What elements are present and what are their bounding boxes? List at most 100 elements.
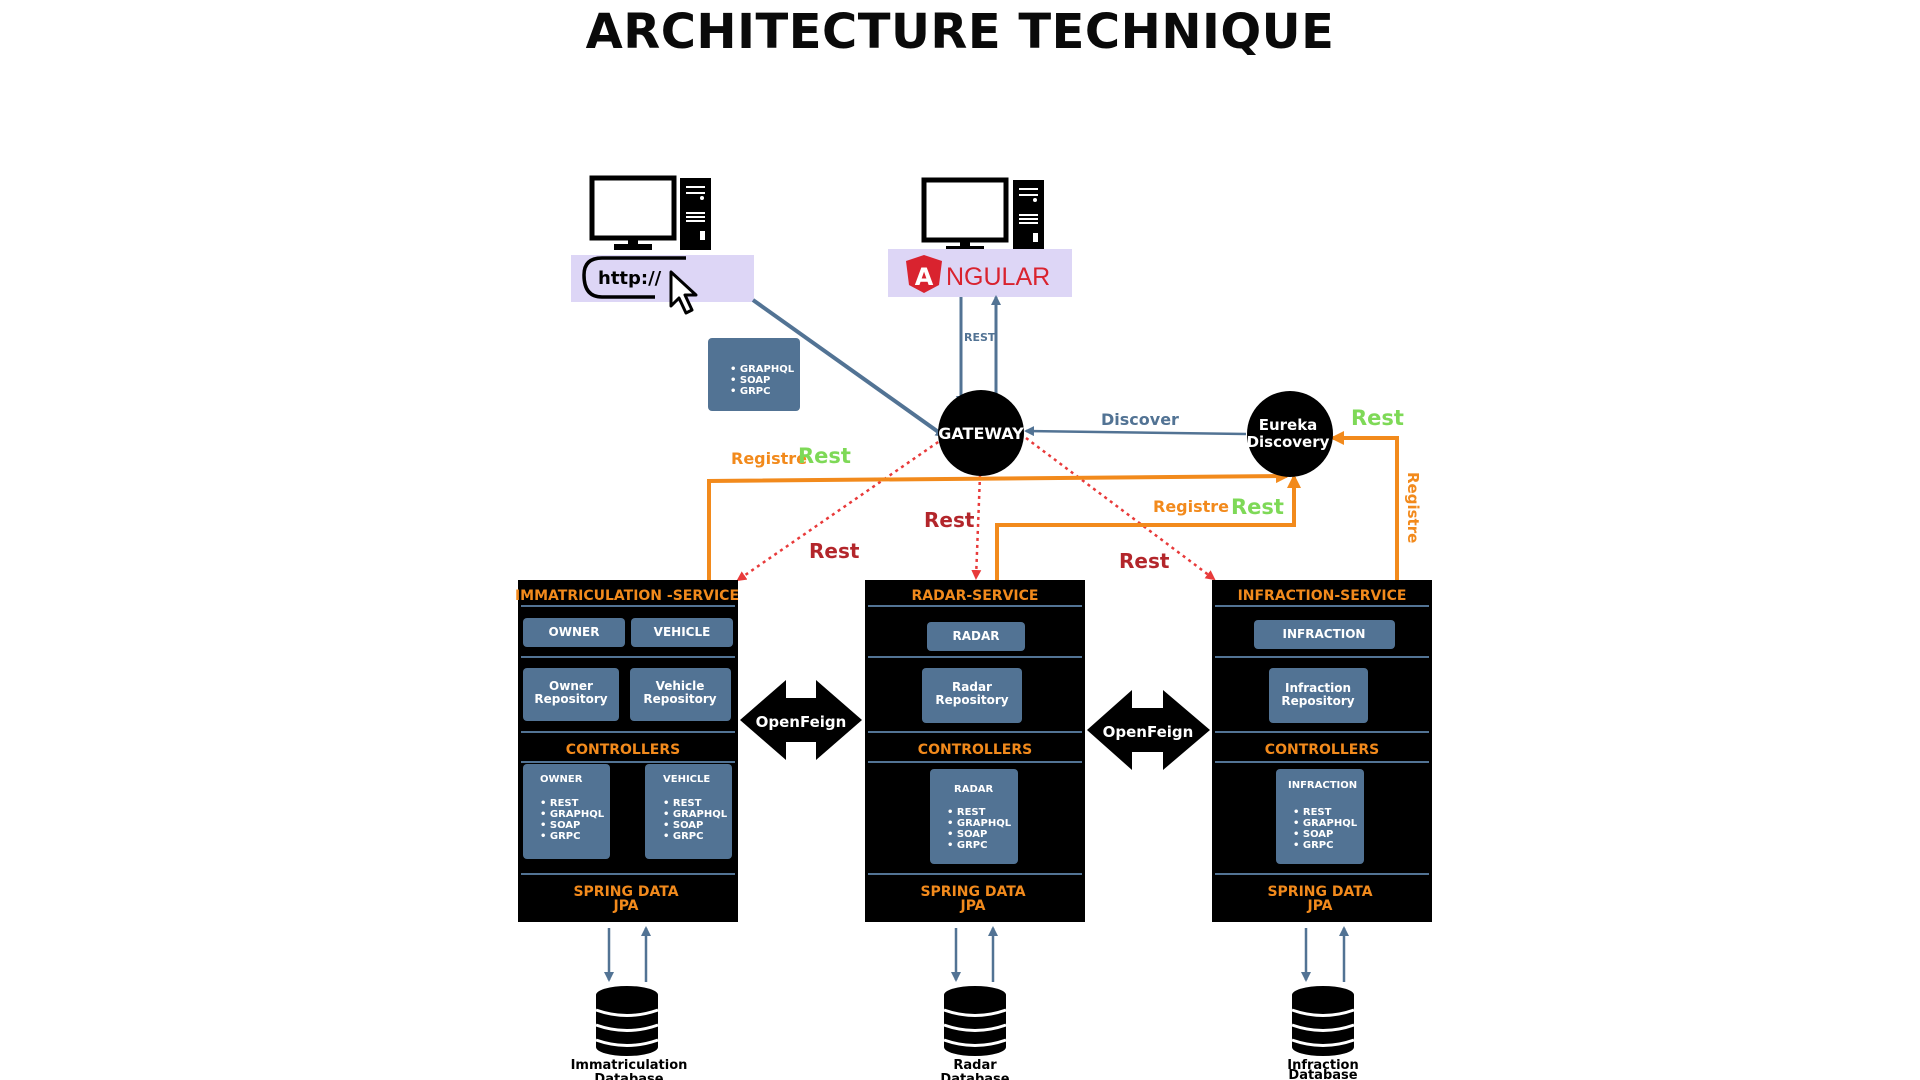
angular-client: A NGULAR xyxy=(888,177,1072,297)
protocol-item: • SOAP xyxy=(730,375,770,386)
edge-label-rest-green: Rest xyxy=(1231,495,1284,519)
repository-chip-radar xyxy=(922,668,1022,723)
controller-item: • GRPC xyxy=(1293,840,1333,851)
repository-chip-owner xyxy=(523,668,619,721)
repository-label: Repository xyxy=(1281,694,1354,708)
repository-label: Repository xyxy=(935,693,1008,707)
monitor-icon xyxy=(589,175,677,250)
entity-chip-owner xyxy=(523,618,625,647)
protocol-item: • GRAPHQL xyxy=(730,364,795,375)
controller-item: • SOAP xyxy=(663,820,703,831)
controller-item: • REST xyxy=(663,798,702,809)
data-label: JPA xyxy=(1306,898,1332,914)
controller-chip-radar xyxy=(930,769,1018,864)
controller-item: • GRAPHQL xyxy=(540,809,605,820)
controller-item: • GRPC xyxy=(947,840,987,851)
entity-chip-radar xyxy=(927,622,1025,651)
controller-name: VEHICLE xyxy=(663,774,710,785)
edge-label-registre: Registre xyxy=(1404,472,1422,543)
controller-chip-vehicle xyxy=(645,764,732,859)
database-icon xyxy=(595,986,659,1056)
angular-logo-icon: A xyxy=(906,255,942,293)
immatriculation-service: IMMATRICULATION -SERVICE OWNER VEHICLE O… xyxy=(515,580,739,922)
angular-label: NGULAR xyxy=(946,263,1050,291)
gateway-label: GATEWAY xyxy=(938,424,1024,443)
database-icon xyxy=(943,986,1007,1056)
url-bar-icon xyxy=(582,256,686,299)
eureka-node: Eureka Discovery xyxy=(1247,391,1333,477)
data-label: JPA xyxy=(959,898,985,914)
database-label: Immatriculation xyxy=(571,1058,688,1073)
controller-item: • SOAP xyxy=(947,829,987,840)
protocol-item: • GRPC xyxy=(730,386,770,397)
controllers-label: CONTROLLERS xyxy=(1265,742,1379,758)
edge-register-infraction xyxy=(1330,431,1399,580)
edge-label-registre: Registre xyxy=(731,449,807,468)
controller-item: • REST xyxy=(1293,807,1332,818)
database-immatriculation: Immatriculation Database xyxy=(571,986,688,1080)
controller-chip-infraction xyxy=(1276,769,1364,864)
pc-tower-icon xyxy=(1013,180,1044,252)
controller-item: • GRPC xyxy=(663,831,703,842)
controllers-label: CONTROLLERS xyxy=(566,742,680,758)
repository-label: Repository xyxy=(643,692,716,706)
repository-chip-infraction xyxy=(1269,668,1368,723)
database-label: Database xyxy=(940,1072,1009,1080)
edge-label-registre: Registre xyxy=(1153,497,1229,516)
angular-logo-letter: A xyxy=(915,263,934,291)
controller-chip-owner xyxy=(523,764,610,859)
controller-item: • GRAPHQL xyxy=(1293,818,1358,829)
controller-name: OWNER xyxy=(540,774,583,785)
openfeign-arrow-left: OpenFeign xyxy=(740,680,862,760)
repository-label: Repository xyxy=(534,692,607,706)
database-label: Database xyxy=(594,1072,663,1080)
entity-label: VEHICLE xyxy=(654,625,711,639)
service-title: INFRACTION-SERVICE xyxy=(1238,588,1407,604)
browser-url-panel xyxy=(571,255,754,302)
openfeign-label: OpenFeign xyxy=(756,713,847,731)
controller-item: • SOAP xyxy=(540,820,580,831)
edge-label-rest-green: Rest xyxy=(798,444,851,468)
controller-item: • GRAPHQL xyxy=(947,818,1012,829)
infraction-service: INFRACTION-SERVICE INFRACTION Infraction… xyxy=(1212,580,1432,922)
database-label: Radar xyxy=(953,1058,997,1073)
pc-tower-icon xyxy=(680,178,711,250)
gateway-node: GATEWAY xyxy=(938,390,1024,476)
page-title: ARCHITECTURE TECHNIQUE xyxy=(585,4,1335,60)
database-icon xyxy=(1291,986,1355,1056)
entity-label: RADAR xyxy=(952,629,999,643)
controller-item: • GRPC xyxy=(540,831,580,842)
browser-url-text: http:// xyxy=(598,268,662,289)
radar-service: RADAR-SERVICE RADAR Radar Repository CON… xyxy=(865,580,1085,922)
openfeign-label: OpenFeign xyxy=(1103,723,1194,741)
cursor-icon xyxy=(669,270,698,315)
service-title: RADAR-SERVICE xyxy=(912,588,1039,604)
protocols-box: • GRAPHQL • SOAP • GRPC xyxy=(708,338,800,411)
edge-label-discover: Discover xyxy=(1101,410,1179,429)
openfeign-arrow-right: OpenFeign xyxy=(1087,690,1210,770)
edge-label-rest-red: Rest xyxy=(809,539,860,563)
controller-name: INFRACTION xyxy=(1288,780,1357,791)
entity-label: INFRACTION xyxy=(1283,627,1366,641)
edge-label-rest-red: Rest xyxy=(1119,549,1170,573)
database-label: Database xyxy=(1288,1068,1357,1080)
browser-client: http:// xyxy=(571,175,754,315)
controllers-label: CONTROLLERS xyxy=(918,742,1032,758)
database-radar: Radar Database xyxy=(940,986,1010,1080)
edge-label-rest-red: Rest xyxy=(924,508,975,532)
repository-label: Radar xyxy=(952,680,992,694)
data-label: SPRING DATA xyxy=(920,884,1025,900)
repository-label: Infraction xyxy=(1285,681,1351,695)
entity-chip-vehicle xyxy=(631,618,733,647)
repository-chip-vehicle xyxy=(630,668,731,721)
service-title: IMMATRICULATION -SERVICE xyxy=(515,588,739,604)
edge-browser-gateway xyxy=(751,298,946,438)
edge-label-rest-green: Rest xyxy=(1351,406,1404,430)
edge-gateway-radar xyxy=(971,474,982,580)
controller-item: • GRAPHQL xyxy=(663,809,728,820)
controller-item: • SOAP xyxy=(1293,829,1333,840)
eureka-label-line1: Eureka xyxy=(1259,416,1318,434)
database-infraction: Infraction Database xyxy=(1287,986,1359,1080)
edge-label-rest: REST xyxy=(964,331,996,344)
